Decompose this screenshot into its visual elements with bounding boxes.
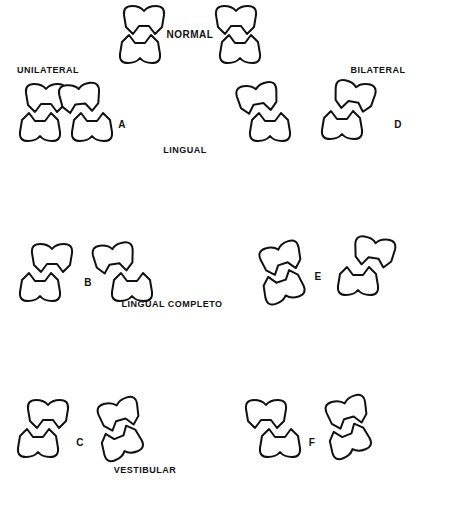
heading-label: VESTIBULAR xyxy=(114,465,177,475)
upper-molar xyxy=(246,400,286,428)
upper-molar xyxy=(324,393,370,431)
tooth-pair xyxy=(246,400,300,457)
tooth-pair xyxy=(258,239,307,307)
tooth-pair xyxy=(216,6,260,63)
lower-molar xyxy=(97,422,145,463)
lower-molar xyxy=(20,273,60,301)
heading-label: LINGUAL xyxy=(163,145,207,155)
lower-molar xyxy=(250,113,290,141)
tooth-pair xyxy=(18,400,68,457)
upper-molar xyxy=(96,395,142,433)
lower-molar xyxy=(322,111,362,139)
case-letter: B xyxy=(84,277,92,288)
upper-molar xyxy=(28,400,68,428)
tooth-pair xyxy=(120,6,164,63)
lower-molar xyxy=(338,267,378,295)
lower-molar xyxy=(259,267,306,306)
tooth-pair xyxy=(92,241,152,301)
case-letter: E xyxy=(314,271,321,282)
upper-molar xyxy=(124,6,164,34)
upper-molar xyxy=(58,82,101,114)
case-letter: F xyxy=(309,437,316,448)
case-letter: D xyxy=(394,119,402,130)
tooth-pair xyxy=(324,393,373,461)
heading-label: LINGUAL COMPLETO xyxy=(121,299,222,309)
case-letter: A xyxy=(118,119,126,130)
upper-molar xyxy=(235,81,279,116)
tooth-pair xyxy=(20,244,72,301)
upper-molar xyxy=(92,241,136,274)
tooth-pair xyxy=(96,395,145,463)
lower-molar xyxy=(260,429,300,457)
lower-molar xyxy=(72,113,112,141)
lower-molar xyxy=(325,420,373,461)
lower-molar xyxy=(20,113,60,141)
upper-molar xyxy=(332,79,376,114)
lower-molar xyxy=(112,273,152,301)
tooth-pair xyxy=(235,81,290,141)
upper-molar xyxy=(258,239,305,278)
tooth-pair xyxy=(338,235,396,295)
heading-label: UNILATERAL xyxy=(17,65,79,75)
tooth-pair xyxy=(58,82,112,141)
lower-molar xyxy=(120,35,160,63)
heading-label: NORMAL xyxy=(167,29,214,40)
upper-molar xyxy=(353,235,397,268)
case-letter: C xyxy=(76,437,84,448)
tooth-pair xyxy=(322,79,377,139)
lower-molar xyxy=(18,429,58,457)
upper-molar xyxy=(216,6,256,34)
lower-molar xyxy=(220,35,260,63)
heading-label: BILATERAL xyxy=(351,65,406,75)
upper-molar xyxy=(32,244,72,272)
